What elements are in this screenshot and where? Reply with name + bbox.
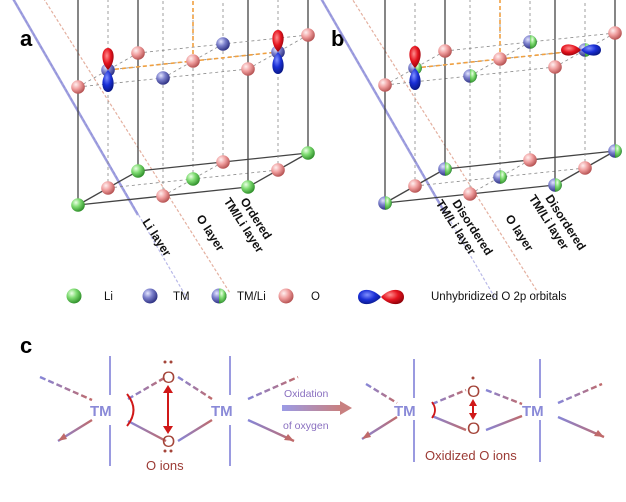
layer-plane-line [12,0,140,216]
tm-li-atom-half [445,162,452,176]
orbital-lobe-blue [272,52,284,74]
o-atom [241,62,255,76]
angle-arc-before [126,393,135,427]
orbital-lobe-red [272,30,284,52]
o-top-before: O [162,368,175,387]
panel-b-lattice [320,0,622,299]
tm-li-atom-half [500,170,507,184]
o-atom [101,181,115,195]
o-o-distance-arrow-before [163,385,173,434]
panel-c-after: TM TM O O Oxidized O ions [361,359,605,463]
legend: Li TM TM/Li O Unhybridized O 2p orbitals [66,288,567,305]
o-atom [378,78,392,92]
caption-o-ions: O ions [146,458,184,473]
tm-sphere-icon [142,288,158,304]
orbital-lobe-red [561,44,581,56]
tm-left-after: TM [394,403,416,420]
panel-b-layer-labels: DisorderedTM/Li layer O layer Disordered… [433,184,589,265]
o-atom [548,60,562,74]
orbital-lobe-red [102,48,114,70]
li-atom [301,146,315,160]
o-atom [216,155,230,169]
li-atom [241,180,255,194]
panel-c-letter: c [20,333,32,358]
tm-li-sphere-icon [211,288,227,304]
label-o-layer-b: O layer [502,212,536,254]
layer-plane-line [320,0,447,214]
angle-arc-after [431,401,436,419]
tm-atom [156,71,170,85]
caption-oxidized-o-ions: Oxidized O ions [425,448,517,463]
o-atom [271,163,285,177]
panel-c-before: TM TM O O O ions [39,356,299,473]
orbital-lobe-blue [409,68,421,90]
tm-right-after: TM [522,403,544,420]
orbital-bond-line [107,60,194,71]
o-sphere-icon [278,288,294,304]
legend-orbital-label: Unhybridized O 2p orbitals [431,291,567,303]
oxidation-arrow: Oxidation of oxygen [282,388,352,432]
o-bottom-after: O [467,419,480,438]
orbital-bond-line [414,58,501,69]
o-atom [493,52,507,66]
label-o-layer-a: O layer [193,212,227,254]
layer-plane-line [352,0,538,292]
tm-li-atom-half [615,144,622,158]
label-li-layer: Li layer [139,216,174,259]
tm-left-before: TM [90,403,112,420]
o-atom [608,26,622,40]
orbital-lobe-blue [102,70,114,92]
legend-o-label: O [311,291,320,303]
legend-tm-label: TM [173,291,190,303]
o-atom [578,161,592,175]
tm-li-atom-half [470,69,477,83]
o-atom [186,54,200,68]
li-atom [186,172,200,186]
tm-right-before: TM [211,403,233,420]
orbital-icon [358,289,404,305]
o-atom [131,46,145,60]
tm-li-atom-half [555,178,562,192]
o-atom [438,44,452,58]
tm-li-atom-half [385,196,392,210]
tm-atom [216,37,230,51]
orbital-bond-line [192,51,279,62]
panel-a-letter: a [20,26,33,51]
legend-tm-li-label: TM/Li [237,291,266,303]
o-atom [156,189,170,203]
o-atom [71,80,85,94]
panel-a-lattice [12,0,315,301]
orbital-lobe-blue [581,44,601,56]
li-atom [131,164,145,178]
orbital-lobe-red [409,46,421,68]
legend-li-label: Li [104,291,113,303]
li-sphere-icon [66,288,82,304]
layer-plane-line [43,0,231,294]
oxidation-label: Oxidation [284,388,329,400]
li-atom [71,198,85,212]
o-atom [463,187,477,201]
o-o-distance-arrow-after [469,399,477,420]
o-atom [408,179,422,193]
tm-li-atom-half [530,35,537,49]
o-top-after: O [467,382,480,401]
o-bottom-before: O [162,432,175,451]
label-disordered-tm-li-layer-1: DisorderedTM/Li layer [433,189,496,265]
label-ordered-tm-li-layer: OrderedTM/Li layer [221,187,279,255]
label-disordered-tm-li-layer-2: DisorderedTM/Li layer [526,184,589,260]
o-atom [301,28,315,42]
of-oxygen-label: of oxygen [283,420,329,432]
o-atom [523,153,537,167]
